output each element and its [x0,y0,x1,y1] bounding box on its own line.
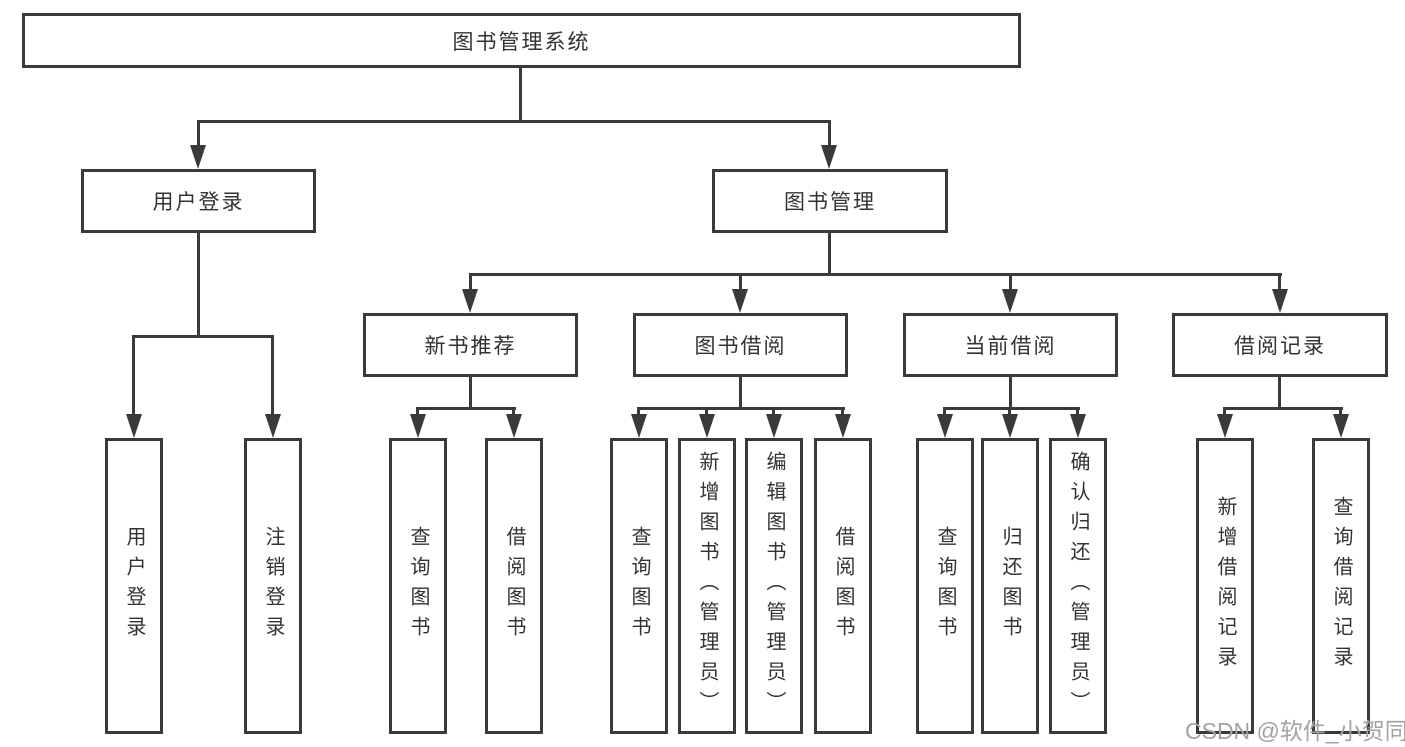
leaf-borrow-books-recommend: 借阅图书 [485,438,543,734]
leaf-borrow-books: 借阅图书 [814,438,872,734]
connector-line [637,407,640,417]
leaf-query-books-recommend: 查询图书 [389,438,447,734]
leaf-confirm-return-admin: 确认归还（管理员） [1049,438,1107,734]
arrowhead-icon [766,414,782,438]
arrowhead-icon [190,145,206,169]
arrowhead-icon [1272,289,1288,313]
arrowhead-icon [462,289,478,313]
connector-line [1278,273,1281,293]
leaf-logout: 注销登录 [244,438,302,734]
arrowhead-icon [1002,289,1018,313]
leaf-return-books: 归还图书 [981,438,1039,734]
connector-line [828,233,831,275]
leaf-add-book-admin: 新增图书（管理员） [678,438,736,734]
connector-line [739,273,742,293]
leaf-user-login: 用户登录 [105,438,163,734]
connector-line [1076,407,1079,417]
connector-line [271,335,274,417]
arrowhead-icon [732,289,748,313]
node-book-management: 图书管理 [712,169,948,233]
connector-line [772,407,775,417]
connector-line [943,407,1080,410]
connector-line [841,407,844,417]
leaf-add-borrow-record: 新增借阅记录 [1196,438,1254,734]
connector-line [1008,407,1011,417]
connector-line [1009,377,1012,410]
connector-line [512,407,515,417]
arrowhead-icon [1333,414,1349,438]
connector-line [519,68,522,121]
connector-line [132,335,135,417]
connector-line [197,233,200,337]
connector-line [1009,273,1012,293]
connector-line [469,273,472,293]
connector-line [705,407,708,417]
leaf-edit-book-admin: 编辑图书（管理员） [745,438,803,734]
connector-line [416,407,419,417]
arrowhead-icon [821,145,837,169]
arrowhead-icon [937,414,953,438]
leaf-query-books-borrow: 查询图书 [610,438,668,734]
connector-line [132,335,274,338]
connector-line [469,273,1282,276]
connector-line [197,120,200,148]
arrowhead-icon [265,414,281,438]
arrowhead-icon [410,414,426,438]
connector-line [943,407,946,417]
arrowhead-icon [506,414,522,438]
connector-line [828,120,831,148]
connector-line [197,120,831,123]
connector-line [469,377,472,410]
node-book-management-system: 图书管理系统 [22,13,1021,68]
node-book-borrow: 图书借阅 [633,313,848,377]
node-user-login: 用户登录 [81,169,316,233]
connector-line [739,377,742,410]
node-borrow-records: 借阅记录 [1172,313,1388,377]
arrowhead-icon [1070,414,1086,438]
connector-line [1223,407,1226,417]
connector-line [1339,407,1342,417]
arrowhead-icon [1002,414,1018,438]
connector-line [1278,377,1281,410]
arrowhead-icon [835,414,851,438]
arrowhead-icon [631,414,647,438]
connector-line [416,407,516,410]
arrowhead-icon [126,414,142,438]
csdn-watermark: CSDN @软件_小贺同学 [1185,718,1405,744]
arrowhead-icon [699,414,715,438]
arrowhead-icon [1217,414,1233,438]
connector-line [637,407,845,410]
connector-line [1223,407,1343,410]
node-new-book-recommend: 新书推荐 [363,313,578,377]
leaf-query-borrow-record: 查询借阅记录 [1312,438,1370,734]
node-current-borrow: 当前借阅 [903,313,1118,377]
leaf-query-books-current: 查询图书 [916,438,974,734]
